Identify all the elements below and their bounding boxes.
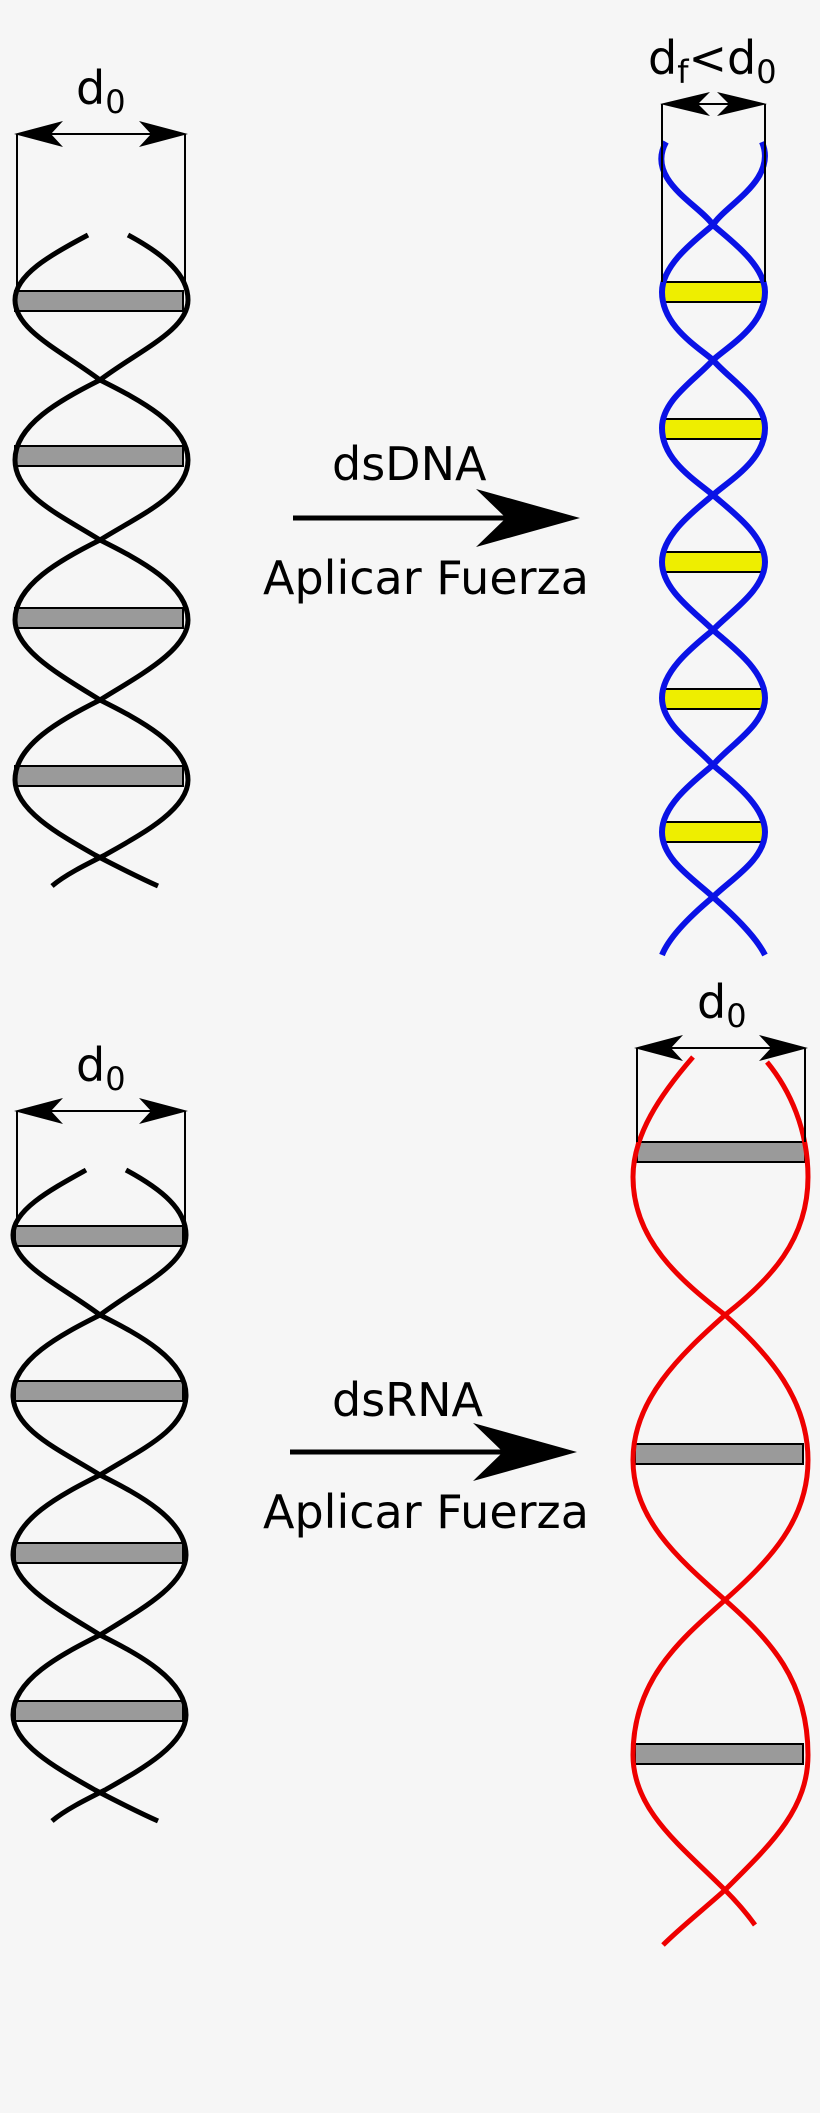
- arrow-head-left-icon: [634, 1035, 683, 1061]
- strand: [10, 1167, 189, 1823]
- arrow-head-icon: [476, 489, 580, 547]
- inner-arrow-right-icon: [722, 95, 735, 113]
- width-label-sub: 0: [726, 997, 746, 1035]
- molecule-label: dsRNA: [332, 1373, 484, 1427]
- arrow-head-icon: [473, 1423, 577, 1481]
- strand: [658, 140, 769, 957]
- base-pair: [636, 1141, 806, 1163]
- width-label: d0: [697, 975, 747, 1035]
- base-pair: [14, 1380, 184, 1402]
- base-pair: [661, 821, 766, 843]
- strand: [12, 232, 191, 888]
- arrow-head-right-icon: [759, 1035, 808, 1061]
- inner-arrow-left-icon: [692, 95, 705, 113]
- width-label: d0: [76, 61, 126, 121]
- base-pair: [14, 1700, 184, 1722]
- width-label: d0: [76, 1038, 126, 1098]
- width-label-main: d: [648, 31, 677, 85]
- base-pair: [661, 281, 766, 303]
- base-pair: [661, 418, 766, 440]
- width-label-main: d: [697, 975, 726, 1029]
- arrow-head-left-icon: [14, 1098, 63, 1124]
- action-label: Aplicar Fuerza: [263, 1485, 589, 1539]
- arrow-head-right-icon: [139, 1098, 188, 1124]
- width-label-main: d: [76, 61, 105, 115]
- base-pair: [14, 765, 184, 787]
- base-pair: [14, 607, 184, 629]
- dsdna-stretched-rungs: [661, 281, 766, 843]
- base-pair: [661, 551, 766, 573]
- strand: [658, 140, 769, 957]
- action-label: Aplicar Fuerza: [263, 551, 589, 605]
- strand: [630, 1055, 811, 1927]
- top-panel: d0 dsDNA Aplicar Fuerza: [12, 31, 777, 957]
- arrow-head-left-icon: [14, 121, 63, 147]
- dsrna-stretched-rungs: [634, 1141, 806, 1765]
- transform-arrow-dsrna: dsRNA Aplicar Fuerza: [263, 1373, 589, 1539]
- arrow-head-right-icon: [139, 121, 188, 147]
- arrow-head-right-icon: [717, 92, 767, 116]
- width-label-operator: <: [688, 31, 727, 85]
- transform-arrow-dsdna: dsDNA Aplicar Fuerza: [263, 437, 589, 605]
- width-label-main: d: [727, 31, 756, 85]
- dsrna-relaxed-helix: [10, 1167, 189, 1824]
- base-pair: [14, 290, 184, 312]
- base-pair: [14, 1225, 184, 1247]
- width-label-main: d: [76, 1038, 105, 1092]
- dimension-df-top-right: df<d0: [648, 31, 777, 282]
- dimension-d0-top-left: d0: [14, 61, 188, 290]
- base-pair: [634, 1743, 804, 1765]
- width-label-sub: 0: [105, 83, 125, 121]
- dsdna-relaxed-rungs: [14, 290, 184, 787]
- dsdna-stretched-helix: [658, 140, 769, 957]
- base-pair: [634, 1443, 804, 1465]
- dsrna-stretched-helix: [630, 1055, 811, 1947]
- dimension-d0-bottom-left: d0: [14, 1038, 188, 1225]
- strand: [10, 1167, 189, 1824]
- width-label-sub: 0: [105, 1060, 125, 1098]
- bottom-panel: d0 dsRNA Aplicar Fuerza: [10, 975, 811, 1947]
- dimension-d0-bottom-right: d0: [634, 975, 808, 1142]
- strand: [630, 1060, 811, 1947]
- width-label-sub: 0: [756, 53, 776, 91]
- strand: [12, 232, 191, 889]
- base-pair: [661, 688, 766, 710]
- molecule-label: dsDNA: [332, 437, 487, 491]
- width-label-sub: f: [677, 53, 689, 91]
- base-pair: [14, 1542, 184, 1564]
- arrow-head-left-icon: [660, 92, 710, 116]
- width-label: df<d0: [648, 31, 777, 91]
- dsdna-relaxed-helix: [12, 232, 191, 889]
- base-pair: [14, 445, 184, 467]
